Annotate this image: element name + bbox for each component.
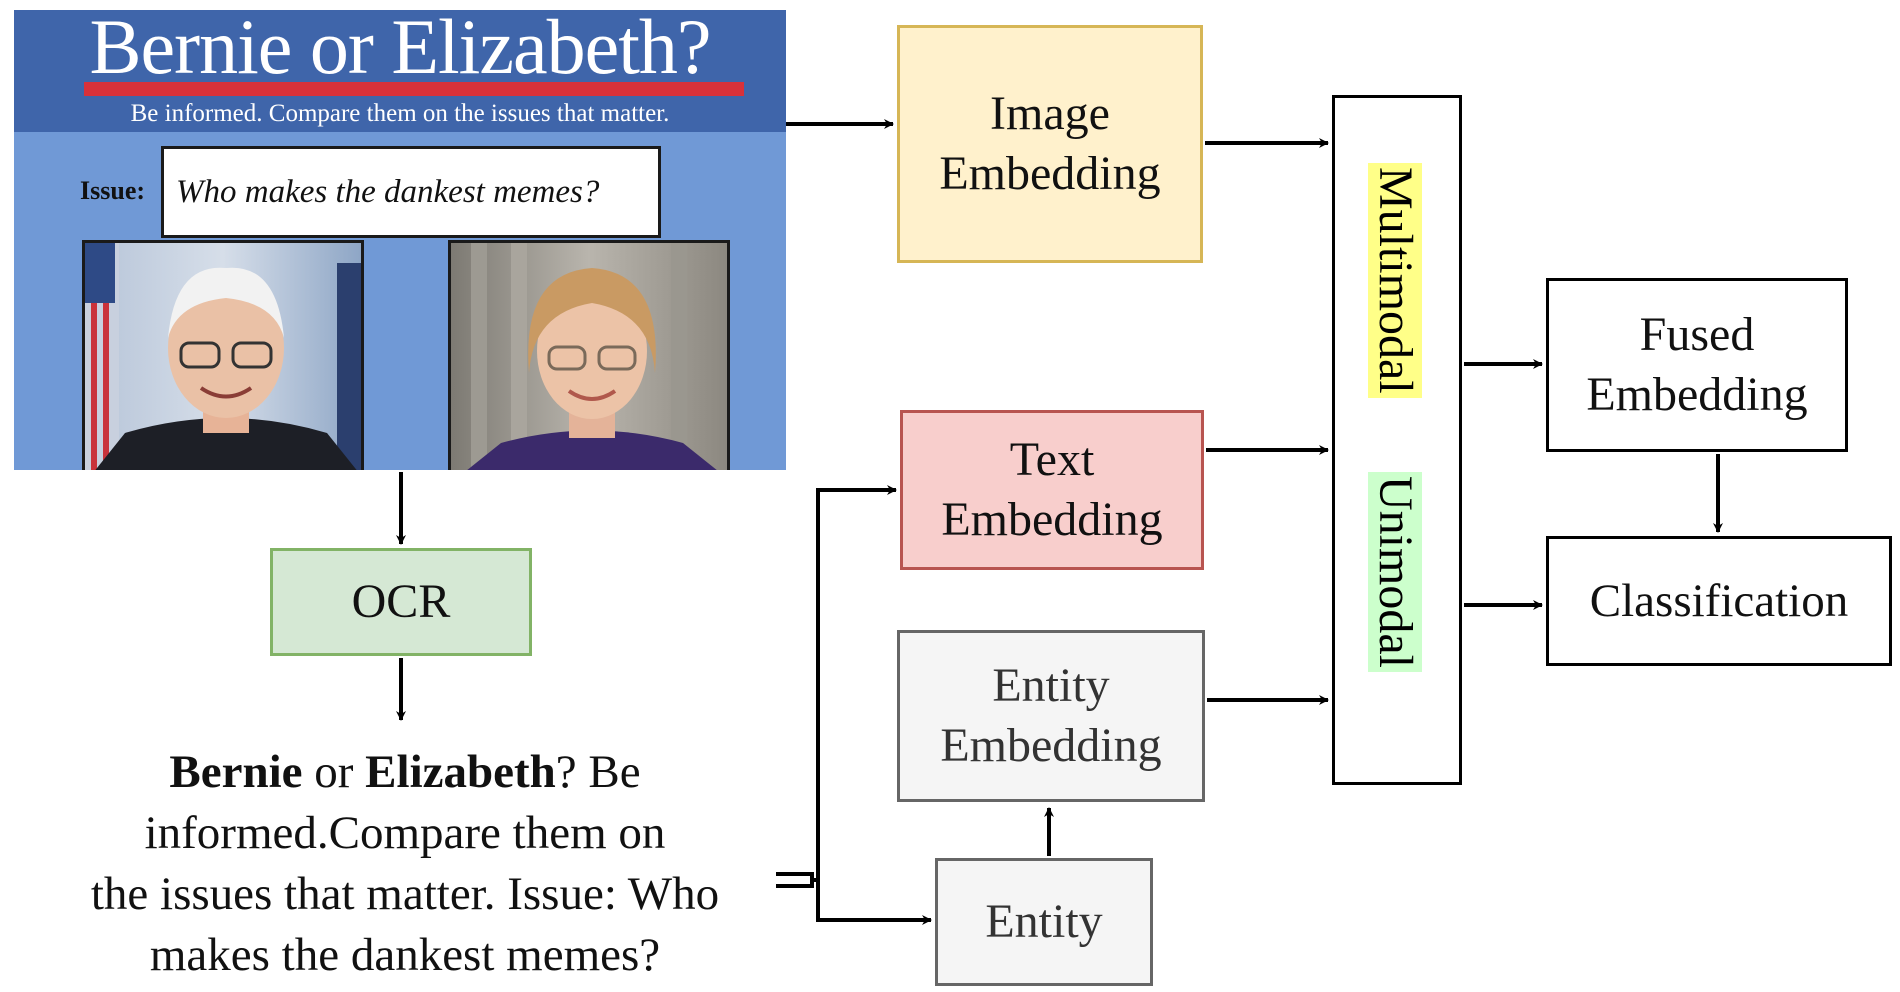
ocr-line-2: informed.Compare them on	[144, 807, 666, 859]
entity-label: Entity	[985, 895, 1103, 948]
arrow-to-entity	[816, 880, 932, 925]
ocr-line-3: the issues that matter. Issue: Who	[90, 868, 720, 920]
image-embedding-label-2: Embedding	[939, 147, 1161, 200]
portrait-right	[448, 240, 730, 470]
ocr-box: OCR	[270, 548, 532, 656]
meme-header	[14, 10, 786, 132]
ocr-name-bernie: Bernie	[169, 746, 303, 798]
meme-title: Bernie or Elizabeth?	[89, 10, 711, 90]
bracket-ocr-output	[776, 872, 814, 888]
ocr-name-elizabeth: Elizabeth	[365, 746, 556, 798]
meme-issue-box: Who makes the dankest memes?	[161, 146, 661, 238]
ocr-line-4: makes the dankest memes?	[149, 929, 661, 981]
ocr-or: or	[302, 746, 366, 798]
classification-box: Classification	[1546, 536, 1892, 666]
meme-issue-label: Issue:	[80, 176, 146, 205]
meme-subtitle: Be informed. Compare them on the issues …	[130, 100, 670, 127]
classification-label: Classification	[1589, 575, 1849, 627]
meme-red-underline	[84, 82, 744, 96]
portrait-left	[82, 240, 364, 470]
entity-box: Entity	[935, 858, 1153, 986]
text-embedding-label-2: Embedding	[941, 493, 1163, 546]
entity-embedding-label-1: Entity	[992, 659, 1110, 712]
ocr-label: OCR	[351, 575, 451, 628]
entity-embedding-label-2: Embedding	[940, 719, 1162, 772]
ocr-output-text: Bernie or Elizabeth? Be informed.Compare…	[40, 742, 770, 986]
meme-image: Bernie or Elizabeth? Be informed. Compar…	[14, 10, 786, 470]
fused-embedding-label-2: Embedding	[1586, 368, 1808, 421]
fused-embedding-label-1: Fused	[1639, 308, 1755, 361]
unimodal-label: Unimodal	[1368, 472, 1422, 672]
text-embedding-label-1: Text	[1009, 433, 1095, 486]
arrow-to-text-embedding	[812, 485, 897, 882]
image-embedding-label-1: Image	[990, 87, 1110, 140]
ocr-line1-end: ? Be	[555, 746, 641, 798]
multimodal-label: Multimodal	[1368, 163, 1422, 398]
